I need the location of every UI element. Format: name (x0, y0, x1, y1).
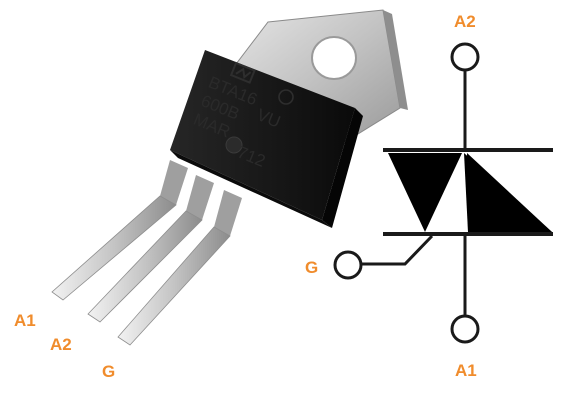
symbol-label-g: G (305, 258, 318, 277)
package-circle-mark (278, 89, 294, 105)
diode-down-triangle (388, 153, 462, 232)
lead-a2 (87, 175, 214, 323)
st-logo-icon (229, 61, 256, 84)
terminal-a2-circle (450, 42, 480, 72)
ejector-dimple (225, 136, 243, 154)
triac-package: BTA16 600B MAR VU 712 (51, 9, 408, 346)
package-label-a2: A2 (50, 335, 72, 354)
terminal-g-circle (333, 250, 363, 280)
metal-tab (229, 9, 408, 143)
package-label-g: G (102, 362, 115, 381)
package-label-a1: A1 (14, 311, 36, 330)
mounting-hole (311, 36, 357, 80)
lead-a1 (51, 160, 188, 301)
triac-symbol (333, 42, 553, 344)
terminal-a1-circle (450, 314, 480, 344)
package-body: BTA16 600B MAR VU 712 (170, 50, 363, 228)
symbol-label-a2: A2 (454, 12, 476, 31)
symbol-label-a1: A1 (455, 361, 477, 380)
lead-g (117, 190, 242, 346)
gate-line (361, 234, 434, 266)
package-leads (51, 160, 242, 346)
